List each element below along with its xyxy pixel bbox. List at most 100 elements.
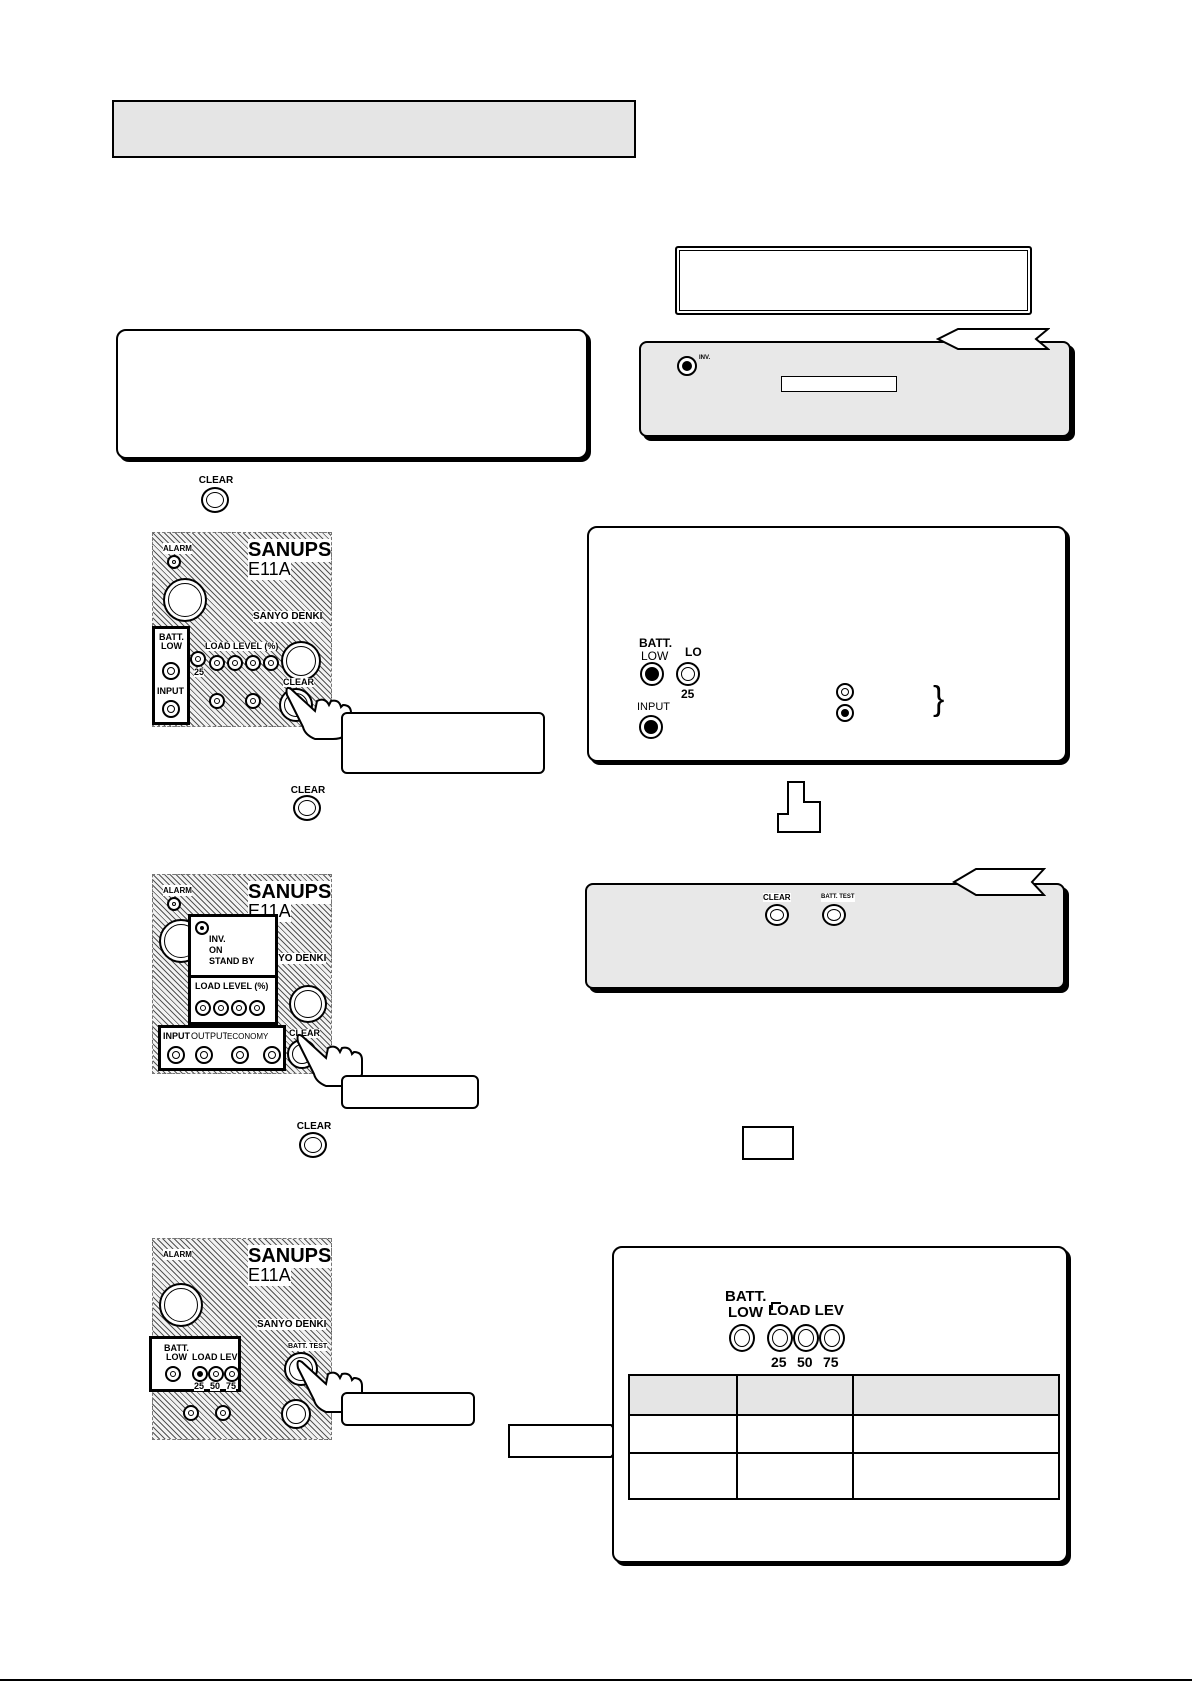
- table-row: [628, 1452, 1060, 1500]
- input-label: INPUT: [637, 701, 670, 713]
- input-led: [162, 700, 180, 718]
- double-conversion-led: [263, 1046, 281, 1064]
- clear-button[interactable]: [299, 1132, 327, 1158]
- brand-maker: SANYO DENKI: [253, 611, 323, 622]
- load-led: [195, 1000, 211, 1016]
- pointer-arrow-icon: [508, 1424, 627, 1458]
- result-table: [628, 1374, 1060, 1500]
- input-label: INPUT: [163, 1031, 190, 1041]
- load-led: [209, 655, 225, 671]
- arrow-tag-icon: [936, 328, 1050, 350]
- batt-test-label: BATT. TEST: [821, 893, 855, 902]
- step-arrow-icon: [777, 781, 821, 833]
- result-box: BATT. LOW LOAD LEV 25 50 75: [612, 1246, 1068, 1563]
- clear-button[interactable]: [281, 1399, 311, 1429]
- table-row: [628, 1414, 1060, 1454]
- batt-test-label: BATT. TEST: [288, 1342, 328, 1351]
- batt-label: BATT.: [639, 636, 673, 650]
- inv-switch[interactable]: [159, 1283, 203, 1327]
- num-75-label: 75: [823, 1354, 839, 1370]
- blank-field: [781, 376, 897, 392]
- callout-box: [341, 712, 545, 774]
- caution-box: CLEAR BATT. TEST: [585, 883, 1065, 989]
- section-title-box: [112, 100, 636, 158]
- load-led: [249, 1000, 265, 1016]
- highlight-status: INPUT OUTPUT ECONOMY: [158, 1025, 286, 1071]
- num-25-label: 25: [681, 687, 695, 701]
- load-led: [213, 1000, 229, 1016]
- batt-label: BATT.: [159, 632, 184, 642]
- lo-led: [190, 651, 206, 667]
- batt-low-led: [165, 1366, 181, 1382]
- highlight-inv: INV. ON STAND BY: [188, 914, 278, 978]
- inv-label: INV.: [699, 355, 711, 361]
- brand-maker: SANYO DENKI: [257, 1319, 327, 1330]
- load-lev-label: LOAD LEV: [768, 1302, 844, 1319]
- batt-low-led: [162, 662, 180, 680]
- highlight-box: BATT. LOW INPUT: [152, 626, 190, 725]
- clear-label: CLEAR: [198, 475, 234, 486]
- caution-box: INV.: [639, 341, 1071, 437]
- alarm-label: ALARM: [163, 1249, 192, 1260]
- alarm-label: ALARM: [163, 543, 192, 554]
- alarm-led: [167, 897, 181, 911]
- output-led: [183, 1405, 199, 1421]
- alarm-led: [167, 555, 181, 569]
- brand-model: E11A: [248, 1265, 291, 1286]
- brand-model: E11A: [248, 559, 291, 580]
- economy-led: [245, 693, 261, 709]
- brand-maker: SANYO DENKI: [257, 953, 327, 964]
- load-led-25: [767, 1324, 793, 1352]
- led-icon: [677, 356, 697, 376]
- callout-box: [341, 1075, 479, 1109]
- instruction-box: [116, 329, 588, 459]
- lo-label: LO: [685, 645, 702, 659]
- load-led-25: [192, 1366, 208, 1382]
- highlight-load: LOAD LEVEL (%): [188, 975, 278, 1025]
- page-rule: [0, 1679, 1192, 1681]
- brand-sanups: SANUPS: [248, 539, 332, 562]
- legend-led-on: [836, 704, 854, 722]
- alarm-label: ALARM: [163, 885, 192, 896]
- batt-label: BATT.: [164, 1343, 189, 1353]
- brace: }: [933, 680, 945, 718]
- inv-switch[interactable]: [163, 578, 207, 622]
- clear-button[interactable]: [765, 904, 789, 926]
- economy-led: [231, 1046, 249, 1064]
- input-label: INPUT: [157, 686, 184, 696]
- num-50-label: 50: [797, 1354, 813, 1370]
- economy-label: ECONOMY: [227, 1032, 269, 1041]
- load-lev-label: LOAD LEV: [192, 1352, 238, 1362]
- input-led: [639, 715, 663, 739]
- load-level-label: LOAD LEVEL (%): [205, 641, 279, 651]
- clear-label: CLEAR: [283, 677, 314, 687]
- num-50-label: 50: [210, 1381, 221, 1391]
- low-label: LOW: [161, 641, 182, 651]
- low-label: LOW: [728, 1304, 763, 1321]
- low-label: LOW: [166, 1352, 187, 1362]
- load-led: [227, 655, 243, 671]
- load-led-75: [224, 1366, 240, 1382]
- num-25-label: 25: [194, 667, 205, 677]
- inv-label: INV.: [209, 934, 226, 944]
- legend-led-off: [836, 683, 854, 701]
- batt-test-button[interactable]: [281, 641, 321, 681]
- load-led-50: [793, 1324, 819, 1352]
- batt-test-button[interactable]: [289, 985, 327, 1023]
- callout-box: [341, 1392, 475, 1426]
- batt-test-button[interactable]: [822, 904, 846, 926]
- brand-sanups: SANUPS: [248, 1245, 332, 1268]
- arrow-tag-icon: [952, 868, 1046, 896]
- clear-button[interactable]: [201, 487, 229, 513]
- indicator-box: BATT. LOW LO 25 INPUT }: [587, 526, 1067, 762]
- economy-led: [215, 1405, 231, 1421]
- clear-button[interactable]: [293, 795, 321, 821]
- bracket-mark: [771, 1302, 781, 1310]
- output-label: OUTPUT: [191, 1031, 228, 1041]
- stand-by-label: STAND BY: [209, 956, 255, 966]
- highlight-box: BATT. LOW LOAD LEV 25 50 75: [149, 1336, 241, 1392]
- clear-label: CLEAR: [289, 1028, 320, 1038]
- lo-led: [676, 662, 700, 686]
- num-25-label: 25: [194, 1381, 205, 1391]
- input-led: [167, 1046, 185, 1064]
